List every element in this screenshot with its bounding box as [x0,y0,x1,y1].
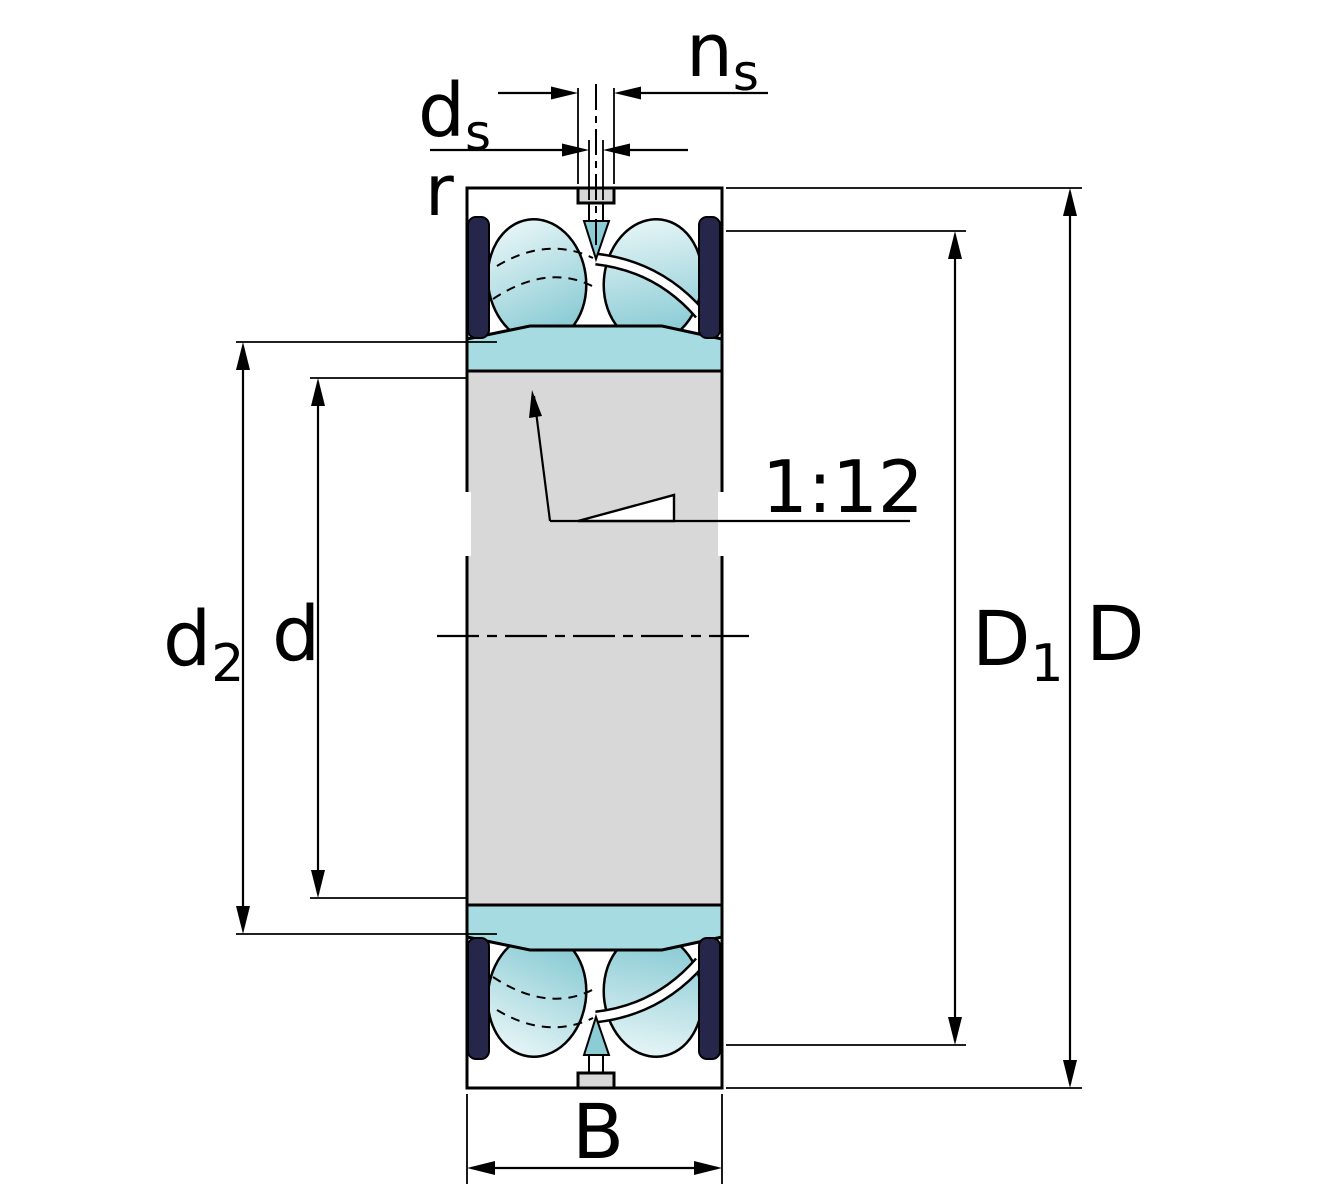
ns-arrow-right [614,86,641,100]
d-arrow-up [311,378,325,406]
taper-arrow [529,390,542,418]
inner-ring [465,324,724,373]
taper-leader [532,395,552,522]
raceway-hidden-arc-1 [496,247,594,267]
sleeve-slit-right [718,492,727,556]
cage-band [595,255,704,317]
d-arrow-down [311,870,325,898]
D-arrow-down [1063,1060,1077,1088]
ds-arrow-left [562,143,589,157]
label-B: B [572,1087,624,1176]
d2-arrow-down [236,906,250,934]
seal-left [467,216,490,339]
seal-right [698,216,721,339]
ns-arrow-left [551,86,578,100]
D1-arrow-down [948,1017,962,1045]
sleeve-slit-left [462,492,471,556]
D1-arrow-up [948,231,962,259]
ds-arrow-right [603,143,630,157]
label-d2: d2 [163,594,244,694]
bearing-half-top [465,186,724,373]
D-arrow-up [1063,188,1077,216]
label-r: r [425,150,454,232]
label-D1: D1 [972,594,1064,694]
taper-symbol [577,493,676,523]
raceway-hidden-arc-2 [492,276,597,300]
label-ds: ds [418,68,491,162]
label-ns: ns [686,8,759,102]
label-d: d [272,589,320,678]
B-arrow-left [467,1161,495,1175]
d2-arrow-up [236,342,250,370]
label-taper: 1:12 [762,445,924,529]
B-arrow-right [694,1161,722,1175]
label-D: D [1086,589,1145,678]
bearing-half-bottom [467,905,722,1088]
